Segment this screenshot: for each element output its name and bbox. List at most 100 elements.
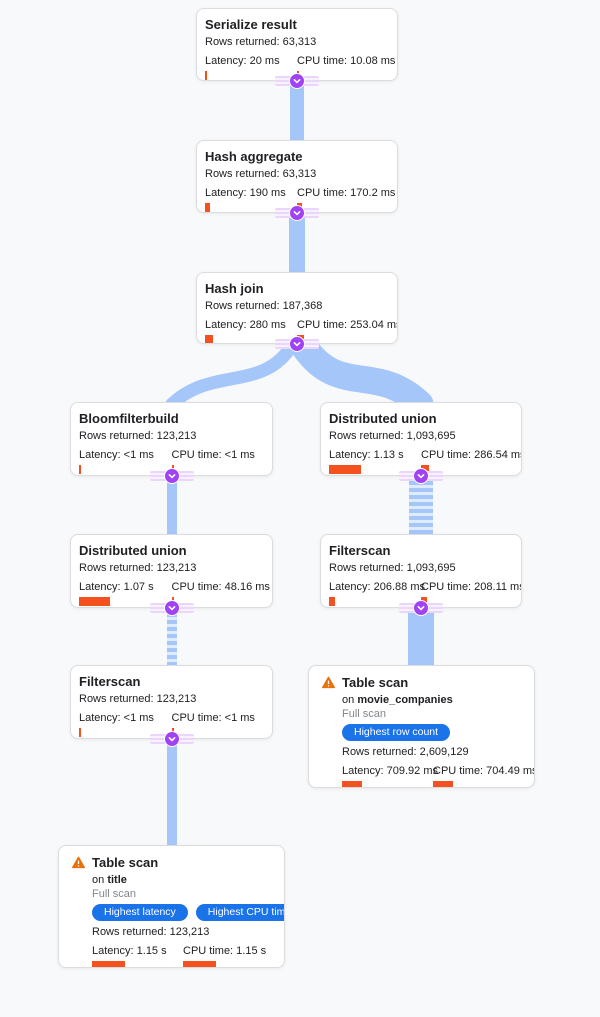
plan-node-bloomfilterbuild[interactable]: Bloomfilterbuild Rows returned: 123,213 … [70, 402, 273, 476]
plan-node-table-scan-left[interactable]: Table scan on title Full scan Highest la… [58, 845, 285, 968]
edge-hash-join-to-distributed-union [289, 331, 434, 418]
latency-bar [205, 203, 210, 212]
chevron-down-icon[interactable] [413, 468, 429, 484]
cpu-time-label: CPU time: <1 ms [171, 712, 255, 724]
rows-returned-label: Rows returned: 1,093,695 [329, 430, 456, 442]
metrics-row: Latency: 1.15 s CPU time: 1.15 s [92, 945, 274, 967]
cpu-time-label: CPU time: 1.15 s [183, 945, 267, 957]
latency-bar [92, 961, 125, 967]
node-title: Distributed union [79, 543, 187, 558]
node-title: Table scan [342, 675, 409, 690]
rows-returned-label: Rows returned: 123,213 [79, 562, 197, 574]
latency-label: Latency: 190 ms [205, 187, 286, 199]
latency-label: Latency: <1 ms [79, 712, 154, 724]
rows-returned-label: Rows returned: 1,093,695 [329, 562, 456, 574]
flow-band-filterscan-right-to-table-scan-right [408, 606, 434, 668]
flow-band-filterscan-left-to-table-scan-left [166, 737, 177, 848]
rows-returned-label: Rows returned: 187,368 [205, 300, 323, 312]
node-table-ref: on title [92, 873, 274, 887]
cpu-time-label: CPU time: 170.2 ms [297, 187, 396, 199]
latency-label: Latency: 206.88 ms [329, 581, 426, 593]
edge-hash-join-to-bloomfilterbuild [165, 338, 299, 411]
node-title: Table scan [92, 855, 159, 870]
warning-triangle-icon [321, 676, 336, 689]
flow-band-bloomfilterbuild-to-distributed-union-left [166, 474, 177, 537]
metrics-row: Latency: 709.92 ms CPU time: 704.49 ms [342, 765, 535, 787]
latency-label: Latency: <1 ms [79, 449, 154, 461]
rows-returned-label: Rows returned: 123,213 [79, 430, 197, 442]
chevron-down-icon[interactable] [289, 73, 305, 89]
cpu-time-label: CPU time: 48.16 ms [171, 581, 270, 593]
striped-flow-band-distributed-union-right-to-filterscan-right [409, 474, 433, 537]
plan-node-hash-join[interactable]: Hash join Rows returned: 187,368 Latency… [196, 272, 398, 344]
chevron-down-icon[interactable] [163, 731, 180, 747]
scan-type-label: Full scan [342, 708, 387, 720]
chevron-down-icon[interactable] [289, 205, 305, 221]
plan-node-serialize-result[interactable]: Serialize result Rows returned: 63,313 L… [196, 8, 398, 81]
latency-bar [205, 71, 207, 80]
latency-label: Latency: 1.15 s [92, 945, 167, 957]
latency-label: Latency: 709.92 ms [342, 765, 439, 777]
rows-returned-label: Rows returned: 63,313 [205, 168, 317, 180]
chevron-down-icon[interactable] [163, 600, 180, 616]
chevron-down-icon[interactable] [289, 336, 305, 352]
plan-node-hash-aggregate[interactable]: Hash aggregate Rows returned: 63,313 Lat… [196, 140, 398, 213]
flow-band-serialize-result-to-hash-aggregate [290, 79, 304, 143]
node-title: Distributed union [329, 411, 437, 426]
badge-row: Highest row count [342, 724, 524, 741]
plan-node-distributed-union-right[interactable]: Distributed union Rows returned: 1,093,6… [320, 402, 522, 476]
node-title: Filterscan [79, 674, 141, 689]
metrics-row: Latency: <1 ms CPU time: <1 ms [79, 449, 264, 474]
latency-bar [79, 728, 81, 737]
metrics-row: Latency: 1.13 s CPU time: 286.54 ms [329, 449, 522, 474]
node-title: Bloomfilterbuild [79, 411, 179, 426]
cpu-time-label: CPU time: 704.49 ms [433, 765, 535, 777]
scan-type-label: Full scan [92, 888, 137, 900]
cpu-time-label: CPU time: 208.11 ms [421, 581, 522, 593]
latency-label: Latency: 280 ms [205, 319, 286, 331]
cpu-time-bar [433, 781, 453, 787]
node-title: Serialize result [205, 17, 297, 32]
latency-bar [79, 465, 81, 474]
badge: Highest latency [92, 904, 188, 921]
cpu-time-label: CPU time: 10.08 ms [297, 55, 396, 67]
node-title: Filterscan [329, 543, 391, 558]
metrics-row: Latency: 20 ms CPU time: 10.08 ms [205, 55, 396, 80]
table-name: movie_companies [357, 694, 453, 706]
latency-bar [79, 597, 110, 606]
table-name: title [107, 874, 127, 886]
latency-bar [329, 597, 335, 606]
plan-node-table-scan-right[interactable]: Table scan on movie_companies Full scan … [308, 665, 535, 788]
metrics-row: Latency: <1 ms CPU time: <1 ms [79, 712, 264, 737]
plan-node-filterscan-right[interactable]: Filterscan Rows returned: 1,093,695 Late… [320, 534, 522, 608]
plan-node-filterscan-left[interactable]: Filterscan Rows returned: 123,213 Latenc… [70, 665, 273, 739]
rows-returned-label: Rows returned: 63,313 [205, 36, 317, 48]
cpu-time-bar [183, 961, 216, 967]
chevron-down-icon[interactable] [163, 468, 180, 484]
metrics-row: Latency: 280 ms CPU time: 253.04 ms [205, 319, 398, 343]
latency-bar [342, 781, 362, 787]
chevron-down-icon[interactable] [413, 600, 429, 616]
latency-bar [329, 465, 361, 474]
metrics-row: Latency: 1.07 s CPU time: 48.16 ms [79, 581, 270, 606]
node-title: Hash join [205, 281, 264, 296]
cpu-time-label: CPU time: <1 ms [171, 449, 255, 461]
rows-returned-label: Rows returned: 123,213 [79, 693, 197, 705]
on-prefix: on [92, 874, 105, 886]
latency-bar [205, 335, 213, 343]
plan-node-distributed-union-left[interactable]: Distributed union Rows returned: 123,213… [70, 534, 273, 608]
flow-band-hash-aggregate-to-hash-join [289, 211, 305, 275]
node-table-ref: on movie_companies [342, 693, 524, 707]
metrics-row: Latency: 206.88 ms CPU time: 208.11 ms [329, 581, 522, 606]
warning-triangle-icon [71, 856, 86, 869]
striped-flow-band-distributed-union-left-to-filterscan-left [166, 606, 177, 668]
cpu-time-label: CPU time: 253.04 ms [297, 319, 398, 331]
cpu-time-label: CPU time: 286.54 ms [421, 449, 522, 461]
badge: Highest CPU time [195, 904, 284, 921]
badge-row: Highest latency Highest CPU time [92, 904, 284, 921]
on-prefix: on [342, 694, 355, 706]
badge: Highest row count [342, 724, 451, 741]
node-title: Hash aggregate [205, 149, 303, 164]
